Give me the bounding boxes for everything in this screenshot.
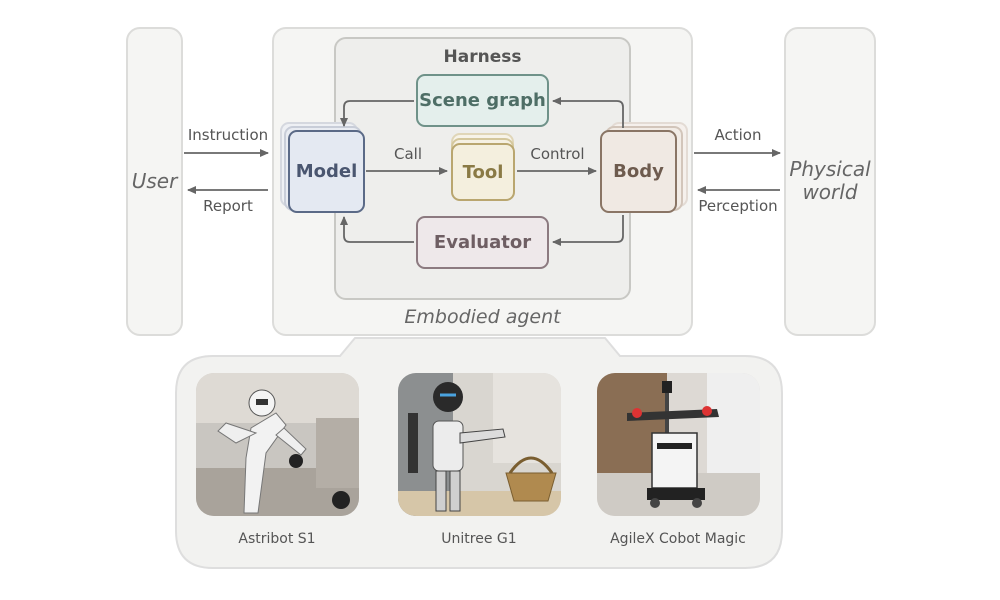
evaluator-node: Evaluator	[416, 216, 549, 269]
model-node: Model	[288, 130, 365, 213]
model-label: Model	[295, 161, 358, 182]
astribot-s1-photo	[196, 373, 359, 516]
unitree-g1-photo	[398, 373, 561, 516]
harness-title: Harness	[443, 47, 522, 67]
tool-node: Tool	[451, 143, 515, 201]
report-label: Report	[203, 197, 253, 215]
agilex-cobot-magic-caption: AgileX Cobot Magic	[610, 531, 746, 547]
physical-world-label-line2: world	[802, 180, 858, 204]
scene-graph-node: Scene graph	[416, 74, 549, 127]
physical-world-label-line1: Physical	[789, 157, 871, 181]
embodied-agent-label: Embodied agent	[404, 306, 561, 328]
tool-label: Tool	[462, 161, 504, 183]
action-label: Action	[714, 126, 762, 144]
evaluator-label: Evaluator	[433, 232, 532, 253]
call-label: Call	[393, 145, 422, 163]
astribot-s1-caption: Astribot S1	[238, 531, 316, 547]
user-panel	[126, 27, 183, 336]
physical-world-label: Physical world	[784, 158, 876, 204]
body-label: Body	[613, 161, 664, 182]
agilex-cobot-magic-photo	[597, 373, 760, 516]
physical-world-panel	[784, 27, 876, 336]
instruction-label: Instruction	[187, 126, 269, 144]
user-label: User	[131, 169, 178, 193]
perception-label: Perception	[698, 197, 778, 215]
scene-graph-label: Scene graph	[419, 90, 546, 111]
control-label: Control	[530, 145, 585, 163]
unitree-g1-caption: Unitree G1	[441, 531, 517, 547]
body-node: Body	[600, 130, 677, 213]
